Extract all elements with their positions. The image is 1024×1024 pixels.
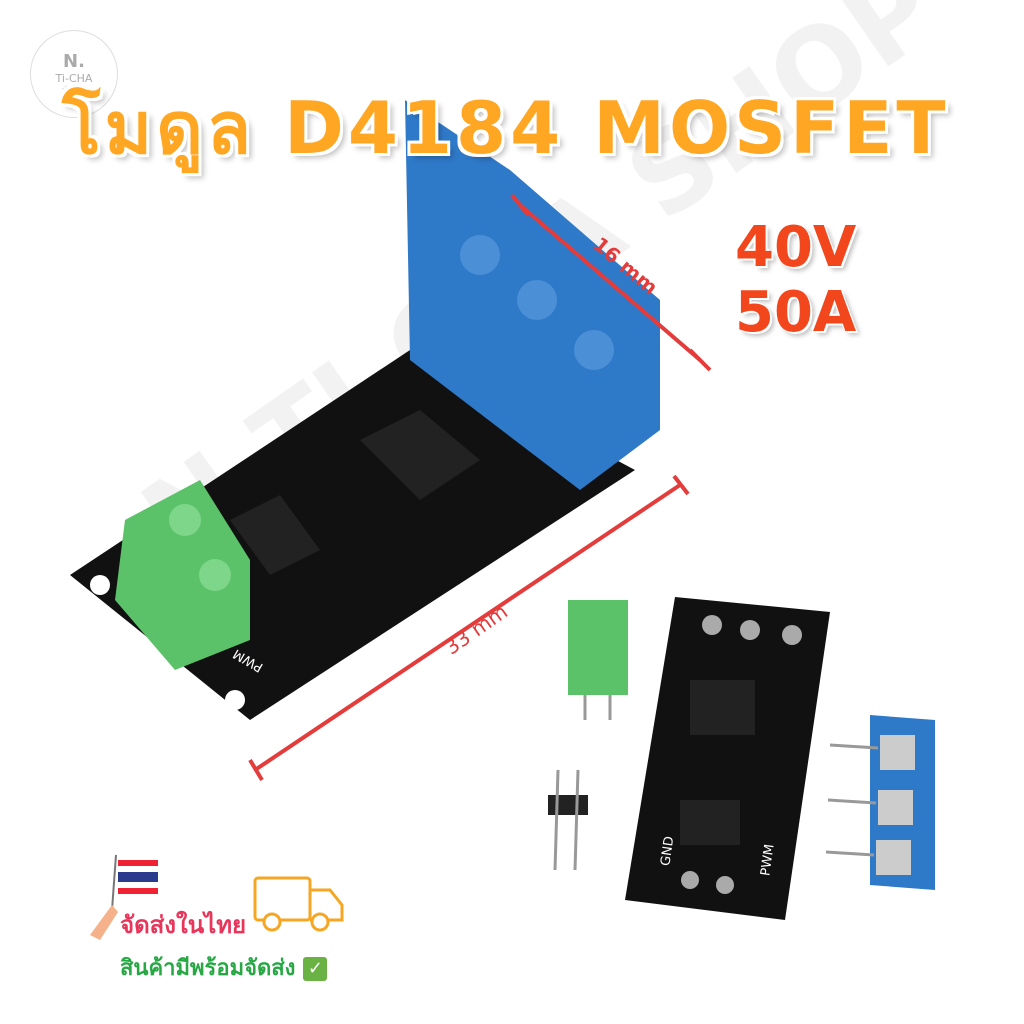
logo-text: Ti-CHA (55, 72, 93, 85)
driver-chip (230, 495, 320, 575)
checkmark-icon: ✓ (303, 957, 328, 981)
shipping-line-1: จัดส่งในไทย (120, 911, 247, 939)
spec-rating: 40V 50A (735, 215, 857, 345)
main-board: PWM (70, 100, 660, 720)
loose-green-terminal (568, 600, 628, 720)
delivery-truck-icon (253, 876, 344, 932)
thai-flag-icon (90, 854, 158, 940)
mosfet-chip (360, 410, 480, 500)
mosfet-chip (690, 680, 755, 735)
driver-chip (680, 800, 740, 845)
headline: โมดูล D4184 MOSFET (62, 86, 950, 170)
logo-text: N. (63, 51, 85, 72)
pwm-label-2: PWM (758, 843, 777, 877)
logo-text: -SHOP- (61, 85, 87, 93)
pin-header (548, 769, 588, 871)
loose-blue-terminal (825, 715, 935, 890)
dimension-lines (248, 193, 712, 782)
shipping-line-2-text: สินค้ามีพร้อมจัดส่ง (120, 956, 296, 981)
shop-logo: N. Ti-CHA -SHOP- (30, 30, 118, 118)
gnd-label: GND (658, 835, 677, 867)
shipping-line-2: สินค้ามีพร้อมจัดส่ง ✓ (120, 950, 328, 985)
length-dimension: 33 mm (440, 599, 512, 659)
green-terminal (115, 480, 250, 670)
secondary-board: GND PWM (625, 597, 830, 920)
